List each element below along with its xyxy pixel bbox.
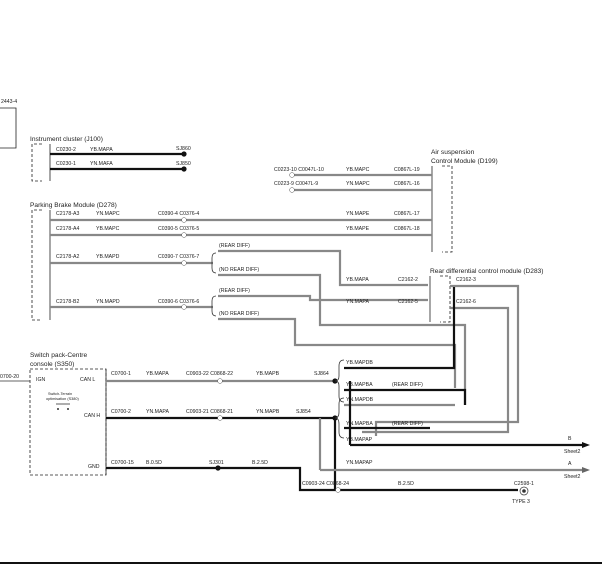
as-wire-1: YB.MAPC <box>346 167 370 173</box>
arrow-right-icon <box>582 442 590 448</box>
out-yn-mapba: YN.MAPBA <box>346 421 373 427</box>
svg-text:SJ301: SJ301 <box>209 460 224 466</box>
sheet-ref-a: A <box>568 461 572 467</box>
svg-text:Sheet2: Sheet2 <box>564 449 581 455</box>
as-conn-1: C0223-10 C0047L-10 <box>274 167 324 173</box>
svg-text:C0903-21 C0868-21: C0903-21 C0868-21 <box>186 409 233 415</box>
sp-can-l: CAN L <box>80 377 95 383</box>
pb-pin-a3: C2178-A3 <box>56 211 79 217</box>
ic-splice-sj860: SJ860 <box>176 146 191 152</box>
ic-pin-c0230-2: C0230-2 <box>56 147 76 153</box>
svg-text:C0867L-17: C0867L-17 <box>394 211 420 217</box>
sheet-ref-b: B <box>568 436 572 442</box>
rear-diff-box <box>440 275 451 323</box>
svg-text:Sheet2: Sheet2 <box>564 474 581 480</box>
svg-text:B.0.5D: B.0.5D <box>146 460 162 466</box>
out-yn-mapap: YN.MAPAP <box>346 460 373 466</box>
rd-wire-2: YN.MAPA <box>346 299 370 305</box>
parking-brake-box <box>31 209 42 321</box>
wire-gnd <box>106 466 518 492</box>
svg-text:(REAR DIFF): (REAR DIFF) <box>392 421 423 427</box>
svg-text:SJ854: SJ854 <box>296 409 311 415</box>
opt-no-rear-diff-1: (NO REAR DIFF) <box>219 267 259 273</box>
splice-node-sj850 <box>181 166 187 172</box>
ground-wire: B.2.5D <box>398 481 414 487</box>
out-yb-mapdb: YB.MAPDB <box>346 360 373 366</box>
pb-wire-b2: YN.MAPD <box>96 299 120 305</box>
out-yn-mapdb: YN.MAPDB <box>346 397 374 403</box>
sp-left-ref: 0700-20 <box>0 374 19 380</box>
svg-text:C0867L-18: C0867L-18 <box>394 226 420 232</box>
as-wire-2: YN.MAPC <box>346 181 370 187</box>
svg-text:B.2.5D: B.2.5D <box>252 460 268 466</box>
partial-module-box <box>0 107 17 149</box>
switch-pack-box <box>29 368 107 476</box>
bundle-brace-can-h <box>334 397 345 439</box>
terrain-switch-label-2: optimisation (S380) <box>46 397 79 401</box>
pb-conn-a4: C0390-5 C0376-5 <box>158 226 199 232</box>
splice-node-sj860 <box>181 151 187 157</box>
pb-pin-b2: C2178-B2 <box>56 299 79 305</box>
pb-pin-a2: C2178-A2 <box>56 254 79 260</box>
pb-wire-a2: YB.MAPD <box>96 254 120 260</box>
pb-conn-a3: C0390-4 C0376-4 <box>158 211 199 217</box>
bundle-brace-can-l <box>334 359 345 403</box>
rear-diff-title: Rear differential control module (D283) <box>430 268 544 275</box>
svg-text:C0903-22 C0868-22: C0903-22 C0868-22 <box>186 371 233 377</box>
svg-text:SJ864: SJ864 <box>314 371 329 377</box>
rd-wire-1: YB.MAPA <box>346 277 369 283</box>
opt-rear-diff-1: (REAR DIFF) <box>219 243 250 249</box>
svg-text:YB.MAPB: YB.MAPB <box>256 371 280 377</box>
ic-splice-sj850: SJ850 <box>176 161 191 167</box>
pb-pin-a4: C2178-A4 <box>56 226 79 232</box>
as-pin-1: C0867L-19 <box>394 167 420 173</box>
terrain-switch-label-1: Switch-Terrain <box>48 392 72 396</box>
sp-ign: IGN <box>36 377 45 383</box>
pb-conn-a2: C0390-7 C0376-7 <box>158 254 199 260</box>
as-pin-2: C0867L-16 <box>394 181 420 187</box>
svg-text:YN.MAPB: YN.MAPB <box>256 409 280 415</box>
rd-pin-3: C2162-3 <box>456 277 476 283</box>
rd-pin-6: C2162-6 <box>456 299 476 305</box>
rd-pin-5: C2162-5 <box>398 299 418 305</box>
pb-wire-a3: YN.MAPC <box>96 211 120 217</box>
opt-rear-diff-2: (REAR DIFF) <box>219 288 250 294</box>
parking-brake-title: Parking Brake Module (D278) <box>30 202 117 209</box>
air-suspension-box <box>442 165 453 253</box>
ref-2443-4: 2443-4 <box>1 99 17 105</box>
rd-pin-2: C2162-2 <box>398 277 418 283</box>
ic-wire-yb-mapa: YB.MAPA <box>90 147 113 153</box>
svg-text:C0700-2: C0700-2 <box>111 409 131 415</box>
svg-text:YN.MAPE: YN.MAPE <box>346 211 370 217</box>
svg-text:(REAR DIFF): (REAR DIFF) <box>392 382 423 388</box>
pb-conn-b2: C0390-6 C0376-6 <box>158 299 199 305</box>
ic-wire-yn-mafa: YN.MAFA <box>90 161 113 167</box>
svg-text:YN.MAPA: YN.MAPA <box>146 409 170 415</box>
ground-pin: C2598-1 <box>514 481 534 487</box>
switch-pack-title-2: console (S350) <box>30 361 74 368</box>
svg-text:YB.MAPE: YB.MAPE <box>346 226 370 232</box>
switch-pack-title-1: Switch pack-Centre <box>30 352 88 359</box>
ground-conn: C0903-24 C0868-24 <box>302 481 349 487</box>
air-suspension-title-2: Control Module (D199) <box>431 158 498 165</box>
instrument-cluster-title: Instrument cluster (J100) <box>30 136 103 143</box>
ic-pin-c0230-1: C0230-1 <box>56 161 76 167</box>
svg-text:YB.MAPA: YB.MAPA <box>146 371 169 377</box>
sp-can-h: CAN H <box>84 413 100 419</box>
ground-type: TYPE 3 <box>512 499 530 505</box>
pb-wire-a4: YB.MAPC <box>96 226 120 232</box>
svg-text:C0700-15: C0700-15 <box>111 460 134 466</box>
svg-text:C0700-1: C0700-1 <box>111 371 131 377</box>
splice-node-sj301 <box>215 465 221 471</box>
sp-gnd: GND <box>88 464 100 470</box>
arrow-right-icon <box>582 467 590 473</box>
instrument-cluster-box <box>31 143 42 182</box>
out-yb-mapap: YB.MAPAP <box>346 437 373 443</box>
as-conn-2: C0223-9 C0047L-9 <box>274 181 318 187</box>
out-yb-mapba: YB.MAPBA <box>346 382 373 388</box>
opt-no-rear-diff-2: (NO REAR DIFF) <box>219 311 259 317</box>
air-suspension-title-1: Air suspension <box>431 149 475 156</box>
